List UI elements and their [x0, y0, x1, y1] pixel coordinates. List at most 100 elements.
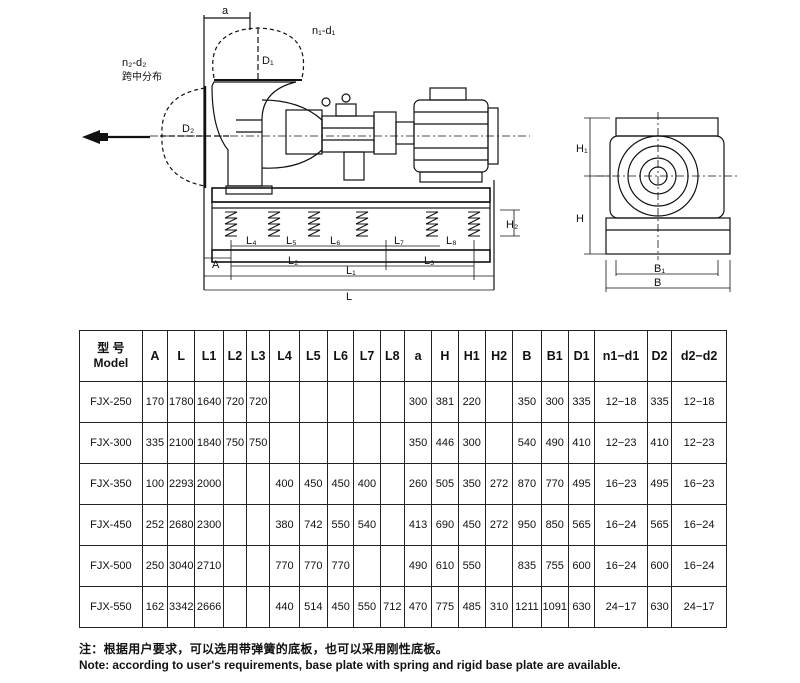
- label-L3: L₃: [424, 255, 435, 267]
- table-cell: 490: [403, 545, 433, 587]
- table-cell: 600: [646, 545, 673, 587]
- header-cell: L8: [379, 330, 405, 382]
- label-H: H: [576, 213, 584, 225]
- table-cell: 16−24: [594, 504, 648, 546]
- table-cell: 24−17: [671, 586, 727, 628]
- table-cell: 540: [353, 504, 381, 546]
- header-cell: H: [431, 330, 459, 382]
- label-H1: H₁: [576, 143, 588, 155]
- table-cell: 1091: [540, 586, 569, 628]
- table-cell: 540: [512, 422, 542, 464]
- table-cell: 2293: [167, 463, 196, 505]
- table-cell: 450: [327, 463, 355, 505]
- table-cell: 16−24: [594, 545, 648, 587]
- label-D1: D₁: [262, 55, 274, 67]
- table-cell: 413: [403, 504, 433, 546]
- table-cell: 1780: [167, 381, 196, 423]
- table-cell: 272: [484, 463, 514, 505]
- header-cell: L7: [353, 330, 381, 382]
- table-cell: 505: [431, 463, 459, 505]
- table-cell: [269, 422, 300, 464]
- table-cell: 3040: [167, 545, 196, 587]
- table-cell: 300: [540, 381, 569, 423]
- model-cell: FJX-550: [79, 586, 143, 628]
- table-cell: 720: [246, 381, 271, 423]
- header-cell: L4: [269, 330, 300, 382]
- table-cell: 770: [298, 545, 329, 587]
- table-cell: [327, 381, 355, 423]
- model-cell: FJX-300: [79, 422, 143, 464]
- table-cell: 335: [567, 381, 596, 423]
- table-cell: 2680: [167, 504, 196, 546]
- table-cell: 630: [567, 586, 596, 628]
- table-cell: 12−23: [594, 422, 648, 464]
- header-cell: L: [167, 330, 196, 382]
- table-cell: 1840: [194, 422, 224, 464]
- label-B: B: [654, 277, 661, 289]
- note-chinese: 注：根据用户要求，可以选用带弹簧的底板，也可以采用刚性底板。: [79, 642, 449, 656]
- table-cell: 755: [540, 545, 569, 587]
- table-cell: 350: [457, 463, 486, 505]
- table-cell: 252: [141, 504, 169, 546]
- table-cell: 162: [141, 586, 169, 628]
- table-cell: 220: [457, 381, 486, 423]
- table-cell: 170: [141, 381, 169, 423]
- label-L2: L₂: [288, 255, 298, 267]
- table-cell: 2300: [194, 504, 224, 546]
- label-B1: B₁: [654, 263, 665, 275]
- table-cell: 300: [457, 422, 486, 464]
- table-cell: 2100: [167, 422, 196, 464]
- model-cell: FJX-250: [79, 381, 143, 423]
- label-a: a: [222, 5, 229, 17]
- model-cell: FJX-450: [79, 504, 143, 546]
- table-cell: 410: [646, 422, 673, 464]
- table-cell: 446: [431, 422, 459, 464]
- spec-table: 型 号 Model A L L1 L2 L3 L4 L5 L6 L7 L8 a …: [79, 330, 727, 628]
- table-cell: 380: [269, 504, 300, 546]
- header-model-cn: 型 号: [97, 341, 125, 355]
- table-cell: [379, 545, 405, 587]
- table-cell: 3342: [167, 586, 196, 628]
- table-cell: [379, 381, 405, 423]
- table-cell: 610: [431, 545, 459, 587]
- header-cell: B: [512, 330, 542, 382]
- table-cell: 750: [246, 422, 271, 464]
- table-cell: [327, 422, 355, 464]
- table-cell: [246, 504, 271, 546]
- header-cell: H2: [484, 330, 514, 382]
- table-cell: 742: [298, 504, 329, 546]
- table-cell: 870: [512, 463, 542, 505]
- table-cell: 565: [646, 504, 673, 546]
- note-english: Note: according to user's requirements, …: [79, 658, 621, 672]
- table-cell: [298, 422, 329, 464]
- header-cell: L1: [194, 330, 224, 382]
- table-cell: 550: [457, 545, 486, 587]
- header-cell: n1−d1: [594, 330, 648, 382]
- header-cell: L2: [222, 330, 248, 382]
- header-cell: L3: [246, 330, 271, 382]
- table-cell: 690: [431, 504, 459, 546]
- table-header-row: 型 号 Model A L L1 L2 L3 L4 L5 L6 L7 L8 a …: [79, 330, 727, 382]
- table-cell: 470: [403, 586, 433, 628]
- table-cell: 381: [431, 381, 459, 423]
- table-cell: 12−18: [594, 381, 648, 423]
- table-cell: 495: [646, 463, 673, 505]
- table-cell: 24−17: [594, 586, 648, 628]
- table-cell: 16−23: [594, 463, 648, 505]
- table-cell: [222, 545, 248, 587]
- table-cell: [246, 463, 271, 505]
- header-cell: D2: [646, 330, 673, 382]
- label-L4: L₄: [246, 235, 257, 247]
- table-cell: [246, 586, 271, 628]
- header-cell: A: [141, 330, 169, 382]
- label-straddle: 跨中分布: [122, 70, 162, 83]
- table-cell: [222, 504, 248, 546]
- header-model: 型 号 Model: [79, 330, 143, 382]
- table-cell: 100: [141, 463, 169, 505]
- label-n2-d2: n₂-d₂: [122, 57, 146, 69]
- label-A: A: [212, 259, 220, 271]
- table-cell: 950: [512, 504, 542, 546]
